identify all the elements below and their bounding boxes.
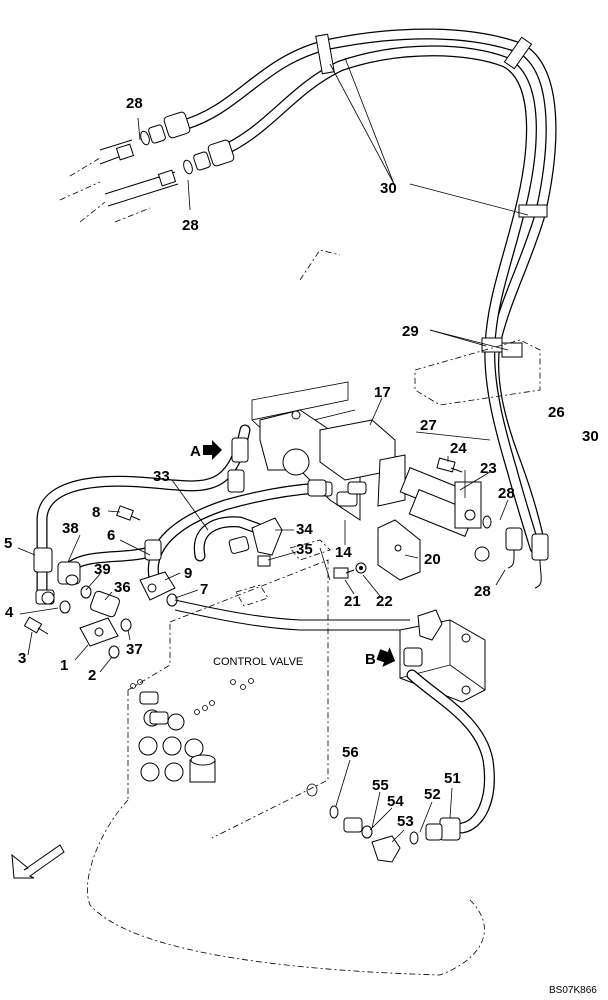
part-56: 56	[342, 744, 359, 761]
part-3: 3	[18, 650, 26, 667]
part-52: 52	[424, 786, 441, 803]
part-number-labels: 28 28 30 29 26 30 17 27 24 23 28 28 33 8…	[4, 95, 599, 830]
part-34: 34	[296, 521, 313, 538]
direction-arrow-icon	[11, 844, 65, 879]
part-55: 55	[372, 777, 389, 794]
upper-left-fittings	[59, 111, 235, 223]
lower-left-fittings	[23, 585, 178, 659]
part-21: 21	[344, 593, 361, 610]
part-30-right: 30	[582, 428, 599, 445]
part-37: 37	[126, 641, 143, 658]
part-17: 17	[374, 384, 391, 401]
part-28-top-left: 28	[126, 95, 143, 112]
part-4: 4	[5, 604, 14, 621]
upper-hose-bundle	[174, 28, 557, 589]
part-28-right-upper: 28	[498, 485, 515, 502]
figure-code: BS07K866	[549, 985, 597, 996]
part-5: 5	[4, 535, 12, 552]
part-9: 9	[184, 565, 192, 582]
part-14: 14	[335, 544, 352, 561]
part-39: 39	[94, 561, 111, 578]
part-33: 33	[153, 468, 170, 485]
control-valve	[86, 539, 485, 976]
part-35: 35	[296, 541, 313, 558]
part-28-right-lower: 28	[474, 583, 491, 600]
part-28-top: 28	[182, 217, 199, 234]
bracket-assembly	[251, 249, 541, 581]
part-23: 23	[480, 460, 497, 477]
part-22: 22	[376, 593, 393, 610]
part-29: 29	[402, 323, 419, 340]
part-27: 27	[420, 417, 437, 434]
part-7: 7	[200, 581, 208, 598]
lower-right-assembly	[174, 599, 495, 863]
part-26: 26	[548, 404, 565, 421]
view-marker-a-label: A	[190, 443, 201, 460]
part-24: 24	[450, 440, 467, 457]
main-hoses	[33, 424, 327, 605]
part-53: 53	[397, 813, 414, 830]
part-30-upper: 30	[380, 180, 397, 197]
part-51: 51	[444, 770, 461, 787]
leader-lines	[17, 397, 509, 843]
part-6: 6	[107, 527, 115, 544]
part-8: 8	[92, 504, 100, 521]
view-marker-b-label: B	[365, 651, 376, 668]
part-20: 20	[424, 551, 441, 568]
part-1: 1	[60, 657, 68, 674]
part-38: 38	[62, 520, 79, 537]
part-2: 2	[88, 667, 96, 684]
view-marker-a	[203, 440, 222, 460]
upper-leaders	[137, 57, 529, 351]
part-54: 54	[387, 793, 404, 810]
part-36: 36	[114, 579, 131, 596]
control-valve-label: CONTROL VALVE	[213, 656, 303, 668]
view-marker-b	[376, 647, 396, 667]
